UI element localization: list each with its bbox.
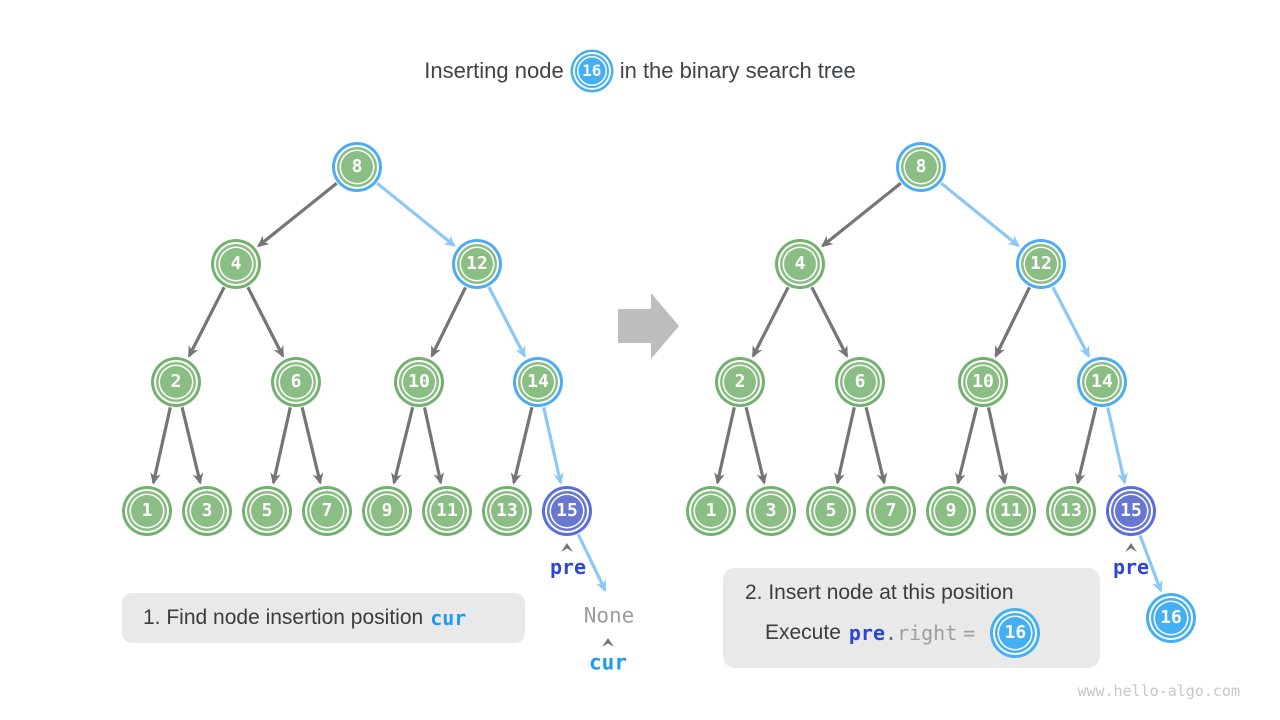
tree-node-left-14: 14 — [518, 362, 558, 402]
tree-edge-blue — [487, 286, 527, 358]
tree-node-left-15: 15 — [547, 491, 587, 531]
caption-code-dot: . — [885, 621, 898, 645]
caption-step-1: 1. Find node insertion position cur — [122, 593, 525, 643]
caption-step-1-text: 1. Find node insertion position — [143, 606, 424, 629]
tree-node-left-12: 12 — [457, 244, 497, 284]
tree-edge-gray — [810, 286, 849, 358]
title-text-suffix: in the binary search tree — [619, 58, 856, 83]
label-cur: cur — [589, 650, 627, 675]
tree-node-left-13: 13 — [487, 491, 527, 531]
caption-step-2-line1: 2. Insert node at this position — [745, 581, 1014, 604]
tree-edge-gray — [391, 406, 415, 485]
caption-code-right: right — [897, 621, 958, 645]
caption-step-2: 2. Insert node at this position Execute … — [723, 568, 1100, 668]
tree-node-left-3: 3 — [187, 491, 227, 531]
label-pre: pre — [1112, 555, 1150, 579]
tree-edge-gray — [751, 286, 790, 358]
tree-edge-gray — [994, 286, 1031, 358]
tree-node-left-1: 1 — [127, 491, 167, 531]
tree-node-left-5: 5 — [247, 491, 287, 531]
tree-node-left-2: 2 — [156, 362, 196, 402]
tree-node-left-7: 7 — [307, 491, 347, 531]
tree-node-right-16: 16 — [1151, 598, 1191, 638]
tree-node-right-3: 3 — [751, 491, 791, 531]
tree-edge-gray — [187, 286, 226, 358]
tree-node-right-12: 12 — [1021, 244, 1061, 284]
transition-arrow-icon — [618, 293, 679, 359]
tree-node-left-4: 4 — [216, 244, 256, 284]
tree-edge-blue — [940, 182, 1020, 248]
tree-node-right-10: 10 — [963, 362, 1003, 402]
tree-node-right-8: 8 — [901, 147, 941, 187]
tree-edge-gray — [422, 407, 445, 485]
tree-node-right-7: 7 — [871, 491, 911, 531]
tree-edge-blue — [576, 533, 607, 592]
tree-node-left-11: 11 — [427, 491, 467, 531]
diagram-title: Inserting node 16 in the binary search t… — [0, 46, 1280, 96]
title-node-value: 16 — [582, 61, 602, 80]
tree-edge-blue — [1051, 286, 1091, 358]
caret-up-icon — [601, 637, 615, 647]
title-text-prefix: Inserting node — [424, 58, 564, 83]
tree-node-right-11: 11 — [991, 491, 1031, 531]
tree-edge-gray — [986, 407, 1009, 485]
tree-node-right-6: 6 — [840, 362, 880, 402]
watermark: www.hello-algo.com — [1077, 682, 1240, 700]
tree-node-right-14: 14 — [1082, 362, 1122, 402]
tree-edge-gray — [510, 406, 534, 485]
tree-edge-blue — [376, 182, 456, 248]
tree-edge-gray — [150, 407, 172, 485]
caption-code-equals: = — [963, 621, 976, 645]
caption-node-16-value: 16 — [1004, 622, 1027, 643]
tree-edge-gray — [430, 286, 467, 358]
tree-edge-gray — [1074, 406, 1098, 485]
tree-edge-gray — [864, 406, 888, 485]
caption-execute-text: Execute — [765, 621, 841, 644]
title-node-16: 16 — [574, 54, 609, 88]
tree-node-left-6: 6 — [276, 362, 316, 402]
tree-node-left-8: 8 — [337, 147, 377, 187]
tree-edge-gray — [246, 286, 285, 358]
tree-edge-gray — [300, 406, 324, 485]
tree-edge-gray — [270, 407, 292, 485]
tree-edge-blue — [542, 407, 564, 485]
tree-edge-gray — [744, 406, 768, 485]
tree-edge-gray — [955, 406, 979, 485]
caption-step-2-line2: Execute pre . right = 16 — [765, 607, 1100, 659]
tree-node-right-4: 4 — [780, 244, 820, 284]
tree-edge-gray — [821, 182, 902, 248]
tree-node-left-9: 9 — [367, 491, 407, 531]
tree-node-right-15: 15 — [1111, 491, 1151, 531]
caption-code-pre: pre — [848, 621, 886, 645]
tree-node-right-2: 2 — [720, 362, 760, 402]
tree-node-right-9: 9 — [931, 491, 971, 531]
tree-node-right-1: 1 — [691, 491, 731, 531]
tree-edge-gray — [714, 407, 736, 485]
caption-node-16: 16 — [995, 613, 1036, 653]
caret-up-icon — [1124, 542, 1138, 552]
tree-edge-blue — [1106, 407, 1128, 485]
tree-edge-blue — [1138, 534, 1163, 593]
tree-edge-gray — [180, 406, 204, 485]
tree-node-right-13: 13 — [1051, 491, 1091, 531]
label-pre: pre — [549, 555, 587, 579]
caret-up-icon — [560, 542, 574, 552]
tree-node-left-10: 10 — [399, 362, 439, 402]
tree-edge-gray — [834, 407, 856, 485]
tree-node-right-5: 5 — [811, 491, 851, 531]
label-none: None — [583, 603, 635, 628]
caption-step-1-code-cur: cur — [430, 606, 467, 630]
tree-edge-gray — [257, 182, 338, 248]
